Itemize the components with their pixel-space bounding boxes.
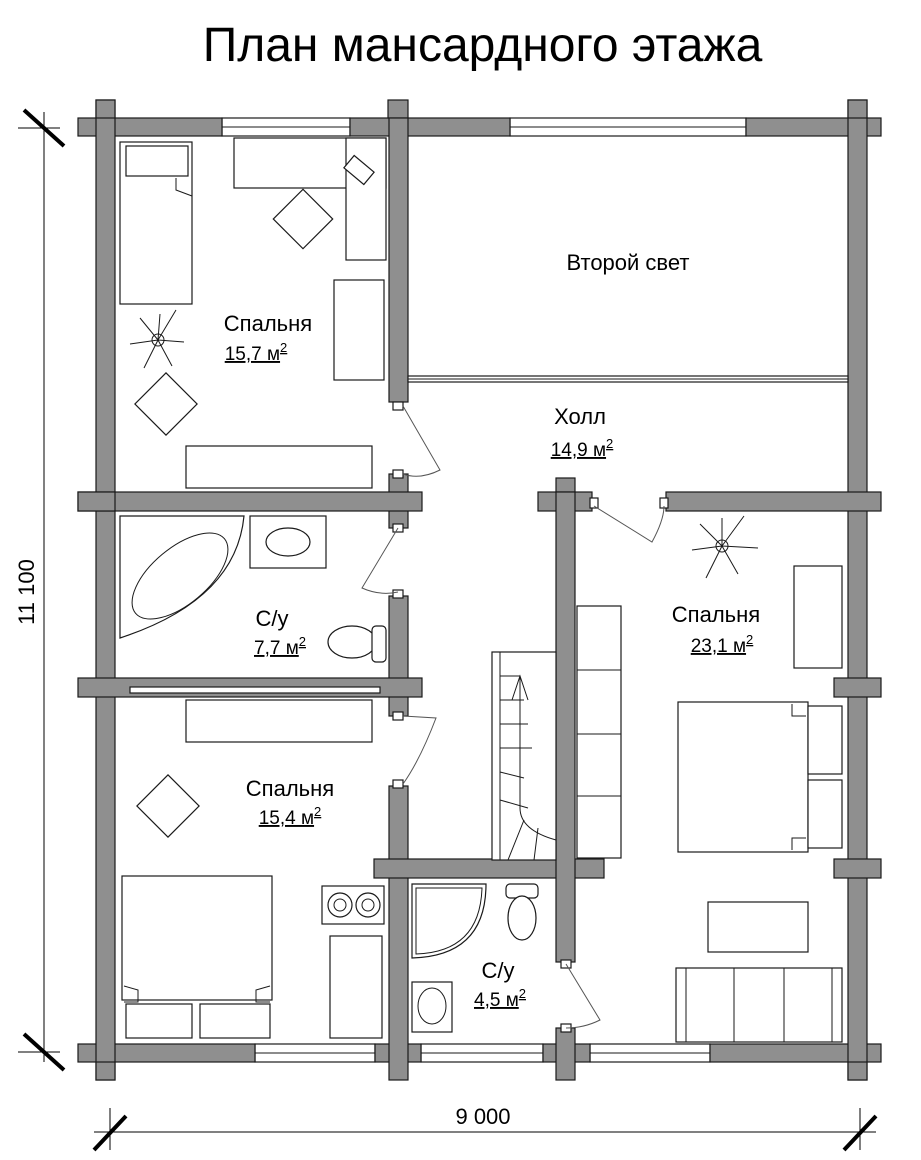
chair <box>272 188 334 250</box>
double-bed-e <box>677 701 809 853</box>
desk-e <box>707 901 809 953</box>
room-name-bath-w: С/у <box>256 606 289 631</box>
dimension-lines: 11 100 9 000 <box>14 108 878 1152</box>
door-bedroom-e <box>593 505 665 543</box>
cabinet-e <box>793 565 843 669</box>
staircase <box>491 605 622 861</box>
plant-icon-e <box>691 515 759 579</box>
armchair-sw <box>136 774 200 838</box>
room-name-second-light: Второй свет <box>567 250 690 275</box>
door-bath-w <box>361 527 399 594</box>
toilet-s <box>507 895 537 941</box>
room-name-bedroom-e: Спальня <box>672 602 760 627</box>
sofa-e <box>675 967 843 1043</box>
bathtub <box>119 515 245 639</box>
door-bedroom-sw <box>402 715 437 785</box>
room-name-hall: Холл <box>554 404 606 429</box>
furniture-bedroom-sw <box>121 699 385 1039</box>
door-bath-s <box>565 963 601 1029</box>
door-bedroom-nw <box>402 405 441 477</box>
page-title: План мансардного этажа <box>202 19 763 72</box>
room-name-bedroom-nw: Спальня <box>224 311 312 336</box>
room-area-hall: 14,9 м2 <box>551 436 614 461</box>
furniture-bath-w <box>119 515 387 663</box>
cabinet-sw <box>329 935 383 1039</box>
furniture-bedroom-nw <box>119 137 387 489</box>
shower <box>411 883 487 959</box>
room-labels: Спальня 15,7 м2 Второй свет Холл 14,9 м2… <box>224 250 760 1011</box>
windows <box>221 117 747 1063</box>
furniture-bedroom-e <box>675 515 843 1043</box>
room-name-bedroom-sw: Спальня <box>246 776 334 801</box>
room-area-bedroom-nw: 15,7 м2 <box>225 340 288 365</box>
walls <box>77 99 882 1081</box>
wardrobe-nw <box>333 279 385 381</box>
dresser-sw <box>185 699 373 743</box>
computer <box>343 154 375 186</box>
dresser-nw <box>185 445 373 489</box>
plant-icon <box>129 309 185 369</box>
room-name-bath-s: С/у <box>482 958 515 983</box>
room-area-bath-w: 7,7 м2 <box>254 634 306 659</box>
room-area-bedroom-e: 23,1 м2 <box>691 632 754 657</box>
room-area-bedroom-sw: 15,4 м2 <box>259 804 322 829</box>
width-dimension-label: 9 000 <box>455 1104 510 1129</box>
room-area-bath-s: 4,5 м2 <box>474 986 526 1011</box>
armchair <box>134 372 198 436</box>
toilet <box>327 625 377 659</box>
doors <box>361 401 669 1033</box>
double-bed-sw <box>121 875 273 1001</box>
furniture-bath-s <box>411 883 539 1033</box>
height-dimension-label: 11 100 <box>14 559 39 625</box>
